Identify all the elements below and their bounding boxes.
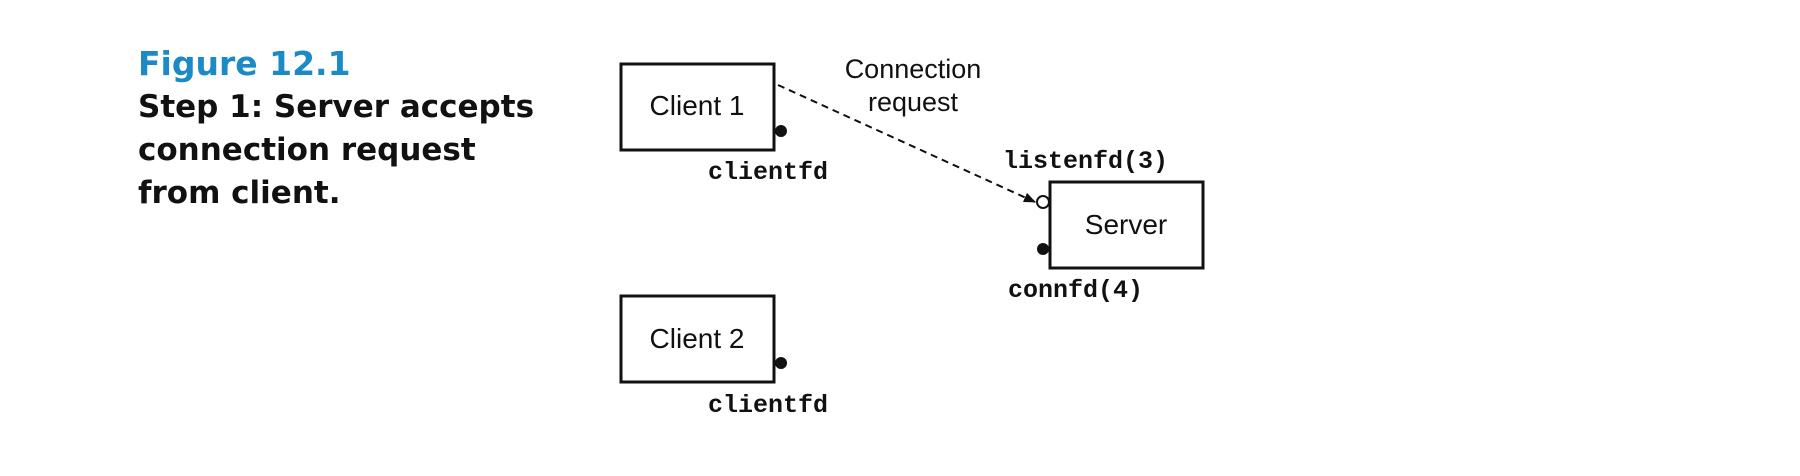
figure-caption: Figure 12.1 Step 1: Server accepts conne… bbox=[138, 44, 558, 215]
listenfd-label: listenfd(3) bbox=[1003, 147, 1168, 176]
server-label: Server bbox=[1085, 209, 1167, 240]
figure-description: Step 1: Server accepts connection reques… bbox=[138, 89, 535, 211]
connection-label-line2: request bbox=[868, 87, 959, 117]
listen-socket-circle bbox=[1036, 195, 1050, 209]
client2-socket-dot bbox=[775, 357, 787, 369]
client2-fd-label: clientfd bbox=[708, 391, 828, 420]
client2-node: Client 2 clientfd bbox=[619, 294, 828, 420]
client2-label: Client 2 bbox=[650, 323, 745, 354]
client2-box bbox=[619, 294, 776, 384]
client1-socket-dot bbox=[775, 125, 787, 137]
conn-socket-dot bbox=[1037, 243, 1049, 255]
client1-node: Client 1 clientfd bbox=[619, 62, 828, 187]
figure-number: Figure 12.1 bbox=[138, 44, 351, 83]
client1-fd-label: clientfd bbox=[708, 158, 828, 187]
connection-label-line1: Connection bbox=[845, 54, 982, 84]
connfd-label: connfd(4) bbox=[1008, 276, 1143, 305]
client1-box bbox=[619, 62, 776, 152]
server-node: listenfd(3) Server connfd(4) bbox=[1003, 147, 1205, 305]
server-box bbox=[1048, 180, 1205, 270]
client1-label: Client 1 bbox=[650, 90, 745, 121]
